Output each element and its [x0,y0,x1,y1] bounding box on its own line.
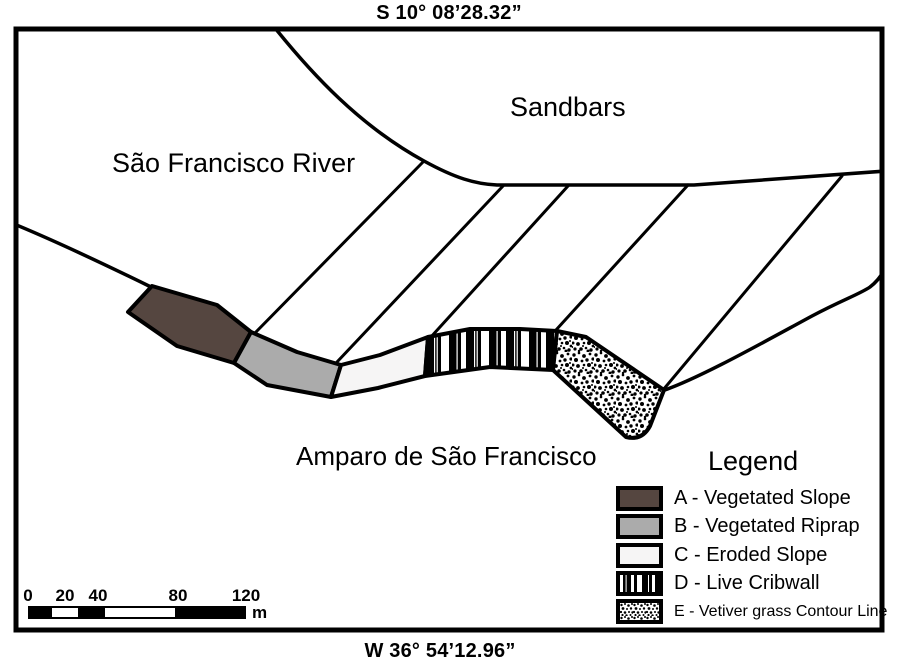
scale-tick-80: 80 [168,586,188,605]
scale-tick-40: 40 [88,586,108,605]
longitude-label: W 36° 54’12.96” [364,640,516,662]
legend-label: D - Live Cribwall [674,572,820,594]
east-bank-line [660,273,880,393]
swatch-live-cribwall [616,571,663,596]
transect-line-4 [554,183,690,332]
scale-tick-120: 120 [231,586,261,605]
swatch-eroded-slope [616,543,663,568]
scale-tick-0: 0 [23,586,33,605]
legend-item-vetiver-grass: E - Vetiver grass Contour Line [616,599,887,624]
river-label: São Francisco River [112,148,356,178]
scale-bar-strip [28,606,246,619]
segment-e-vetiver-contour [551,329,666,440]
swatch-vegetated-riprap [616,514,663,539]
latitude-label: S 10° 08’28.32” [376,2,522,24]
scale-bar-white-segment [52,608,78,617]
segment-d-live-cribwall [423,327,559,378]
legend-item-eroded-slope: C - Eroded Slope [616,543,827,568]
sandbars-label: Sandbars [510,92,626,122]
scale-tick-20: 20 [55,586,75,605]
town-label: Amparo de São Francisco [296,441,597,471]
legend-item-vegetated-slope: A - Vegetated Slope [616,486,851,511]
west-bank-line [18,223,153,289]
swatch-vetiver-grass [616,599,663,624]
scale-bar: 0 20 40 80 120 m [23,586,274,624]
transect-line-3 [428,184,570,340]
scale-bar-white-segment [105,608,175,617]
legend-label: C - Eroded Slope [674,544,828,566]
scale-unit-label: m [252,603,268,622]
legend-label: A - Vegetated Slope [674,487,851,509]
sandbar-boundary-line [275,31,880,187]
legend-label: B - Vegetated Riprap [674,515,860,537]
legend-item-vegetated-riprap: B - Vegetated Riprap [616,514,860,539]
transect-line-5 [661,174,844,392]
swatch-vegetated-slope [616,486,663,511]
legend-title: Legend [708,446,799,476]
transect-line-1 [252,159,426,336]
legend-item-live-cribwall: D - Live Cribwall [616,571,820,596]
legend-label: E - Vetiver grass Contour Line [674,602,888,620]
transect-line-2 [335,184,505,364]
map-border [13,26,885,633]
